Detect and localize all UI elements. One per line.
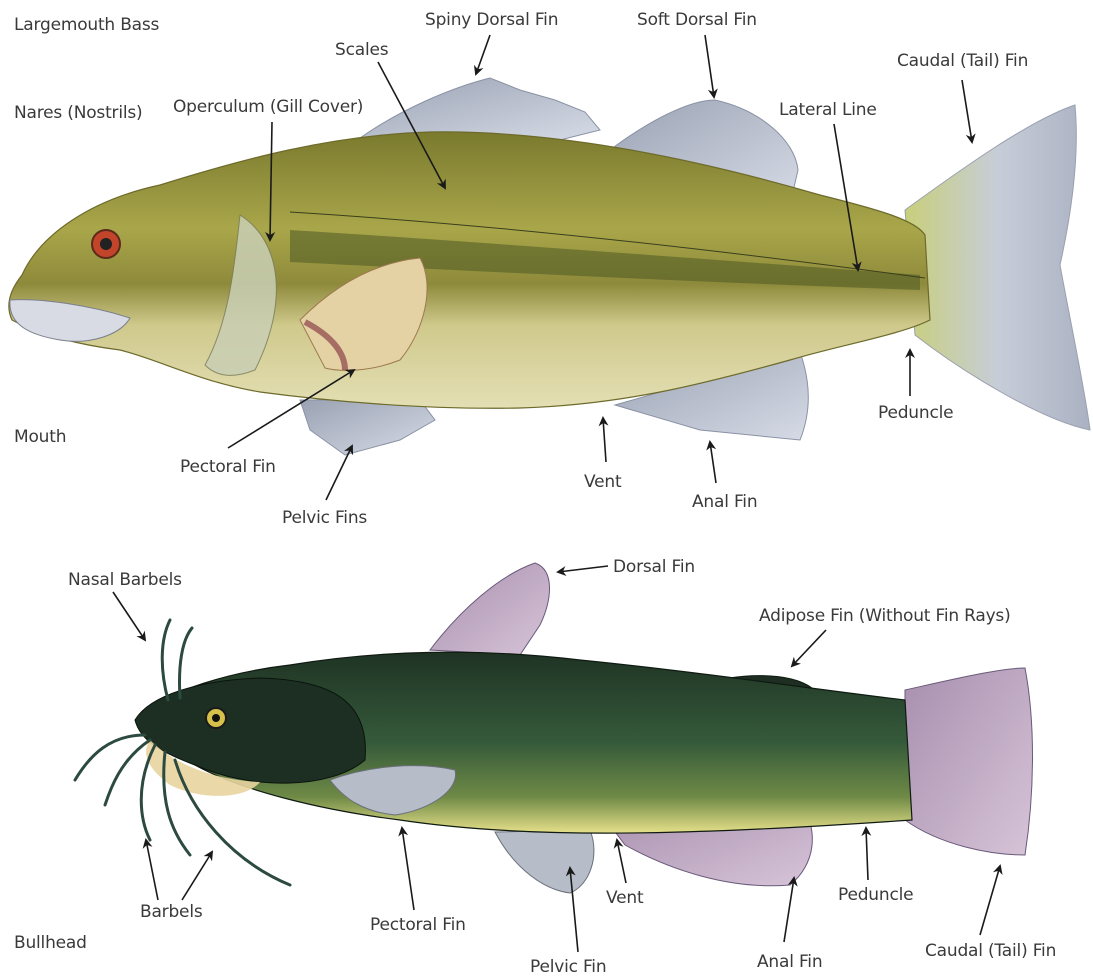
- label-spiny-dorsal-fin: Spiny Dorsal Fin: [425, 10, 558, 30]
- arrow-anal-fin: [710, 442, 716, 483]
- bass-pelvic-fins: [300, 400, 435, 455]
- arrow-bh-anal-fin: [784, 878, 794, 942]
- label-barbels: Barbels: [140, 902, 203, 922]
- largemouth-bass-illustration: [9, 78, 1090, 455]
- bass-title: Largemouth Bass: [14, 15, 160, 35]
- arrow-soft-dorsal-fin: [705, 35, 714, 97]
- arrow-barbels-1: [146, 840, 158, 900]
- label-peduncle: Peduncle: [878, 403, 953, 423]
- arrow-adipose-fin: [792, 630, 826, 666]
- bass-spiny-dorsal-fin: [360, 78, 600, 140]
- arrow-spiny-dorsal-fin: [476, 35, 490, 74]
- label-bh-pectoral-fin: Pectoral Fin: [370, 915, 466, 935]
- arrow-nasal-barbels: [113, 592, 145, 640]
- label-dorsal-fin: Dorsal Fin: [613, 557, 695, 577]
- label-soft-dorsal-fin: Soft Dorsal Fin: [637, 10, 757, 30]
- label-vent: Vent: [584, 472, 622, 492]
- label-pelvic-fins: Pelvic Fins: [282, 508, 367, 528]
- arrow-caudal-fin: [962, 80, 972, 142]
- bullhead-dorsal-fin: [430, 563, 550, 655]
- label-pectoral-fin: Pectoral Fin: [180, 457, 276, 477]
- label-bh-peduncle: Peduncle: [838, 885, 913, 905]
- label-anal-fin: Anal Fin: [692, 492, 757, 512]
- label-operculum: Operculum (Gill Cover): [173, 97, 363, 117]
- bass-caudal-fin: [905, 105, 1090, 430]
- label-nares: Nares (Nostrils): [14, 103, 142, 123]
- label-bh-caudal-fin: Caudal (Tail) Fin: [925, 941, 1056, 961]
- arrow-bh-peduncle: [866, 828, 868, 880]
- label-caudal-fin: Caudal (Tail) Fin: [897, 51, 1028, 71]
- arrow-bh-vent: [617, 840, 626, 883]
- label-mouth: Mouth: [14, 427, 66, 447]
- label-adipose-fin: Adipose Fin (Without Fin Rays): [759, 606, 1011, 626]
- label-nasal-barbels: Nasal Barbels: [68, 570, 182, 590]
- label-bh-pelvic-fin: Pelvic Fin: [530, 957, 606, 977]
- label-lateral-line: Lateral Line: [779, 100, 877, 120]
- bullhead-title: Bullhead: [14, 933, 87, 953]
- label-scales: Scales: [335, 40, 389, 60]
- label-bh-vent: Vent: [606, 888, 644, 908]
- bullhead-caudal-fin: [905, 668, 1033, 855]
- arrow-barbels-2: [182, 852, 212, 900]
- arrow-bh-caudal-fin: [980, 866, 1000, 935]
- arrow-pelvic-fins: [326, 446, 352, 500]
- arrow-bh-pectoral-fin: [402, 828, 414, 910]
- arrow-dorsal-fin: [558, 566, 608, 572]
- bullhead-pelvic-fin: [495, 830, 594, 893]
- label-bh-anal-fin: Anal Fin: [757, 952, 822, 972]
- arrow-vent: [603, 418, 606, 462]
